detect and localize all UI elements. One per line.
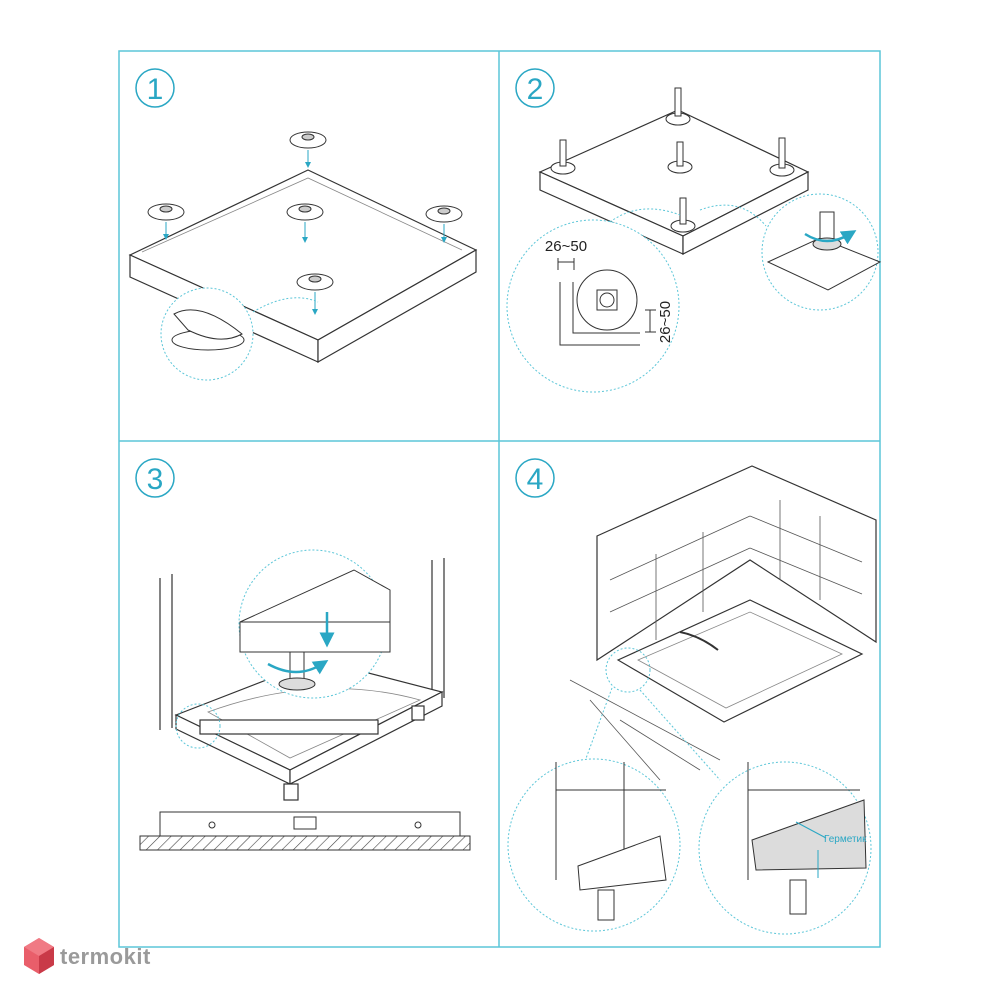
spirit-level	[139, 811, 471, 851]
foot-center	[286, 203, 324, 243]
detail-foot-dimensions: 26~50 26~50	[506, 208, 681, 393]
tiled-bathroom-corner	[569, 465, 877, 781]
panel-4: 4	[507, 458, 877, 935]
tray-with-feet	[538, 87, 810, 255]
foot-top	[289, 131, 327, 168]
step-3-number: 3	[147, 463, 164, 496]
brand-name: termokit	[60, 944, 151, 969]
foot-bottom	[296, 273, 334, 315]
foot-right	[425, 205, 463, 243]
dim-horizontal: 26~50	[545, 238, 587, 255]
panel-frame	[118, 50, 881, 948]
dim-vertical: 26~50	[657, 301, 674, 343]
detail-leveling	[238, 549, 391, 699]
detail-corner-small	[175, 703, 221, 749]
panel-1: 1	[128, 68, 478, 381]
sealant-label: Герметик	[824, 834, 867, 845]
detail-with-sealant: Герметик	[698, 761, 872, 935]
step-4-number: 4	[527, 463, 544, 496]
panel-2: 2	[506, 68, 882, 393]
step-3-badge: 3	[135, 458, 175, 498]
detail-adhesive-peel	[160, 287, 319, 381]
step-2-number: 2	[527, 73, 544, 106]
detail-height-adjust	[699, 193, 882, 311]
brand-logo-icon	[24, 938, 54, 974]
screw-feet	[550, 87, 795, 233]
step-4-badge: 4	[515, 458, 555, 498]
step-2-badge: 2	[515, 68, 555, 108]
step-1-badge: 1	[135, 68, 175, 108]
step-1-number: 1	[147, 73, 164, 106]
detail-no-sealant	[507, 758, 681, 932]
panel-3: 3	[135, 458, 471, 851]
foot-left	[147, 203, 185, 240]
adjustable-feet	[147, 131, 463, 315]
